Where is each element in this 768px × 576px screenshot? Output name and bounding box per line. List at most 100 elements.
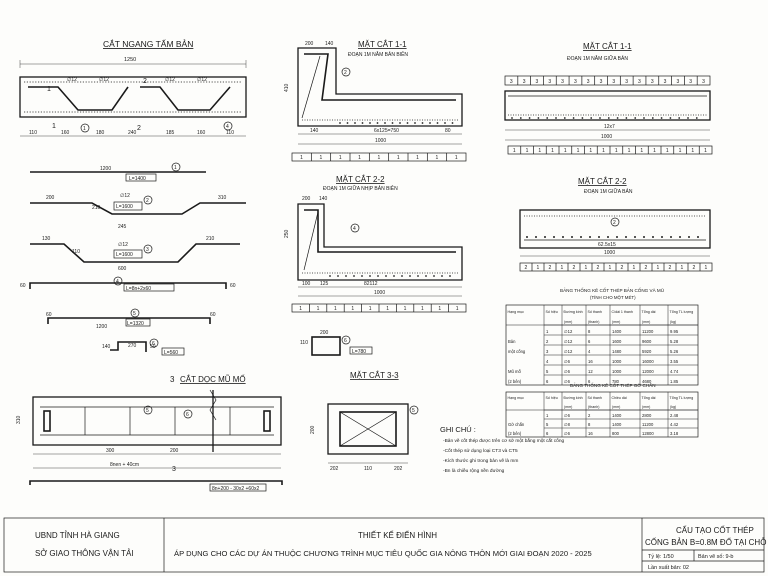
bar-number: 1 <box>705 265 708 271</box>
sec33-callout: 5 <box>409 405 419 415</box>
sec22m-dims: 62.5x15 <box>598 242 616 248</box>
bar-number: 3 <box>651 79 654 85</box>
sec11e-b1: 140 <box>310 128 319 134</box>
table-cell: 1.85 <box>670 379 679 384</box>
plan-phi-1: ∅12 <box>67 77 77 83</box>
sheet-title-1: CẤU TẠO CỐT THÉP <box>676 525 754 535</box>
svg-text:4: 4 <box>226 124 229 130</box>
table-header-cell: Tổng TL lượng <box>670 396 694 400</box>
bar-number: 2 <box>549 265 552 271</box>
table-cell: ∅6 <box>564 379 571 384</box>
bar-number: 1 <box>704 148 707 154</box>
project-line-1: THIẾT KẾ ĐIỂN HÌNH <box>358 530 437 540</box>
table-cell: 2.48 <box>670 413 679 418</box>
long-mark: 3 <box>170 375 175 384</box>
sec22e-st-a: 110 <box>300 340 308 346</box>
sec22e-d1: 200 <box>302 196 311 202</box>
svg-text:6: 6 <box>152 341 155 347</box>
bar-number: 1 <box>421 306 424 312</box>
table-cell: 3 <box>546 349 549 354</box>
table-header-cell: Đường kính <box>564 310 583 314</box>
bar-number: 3 <box>510 79 513 85</box>
bar-number: 1 <box>317 306 320 312</box>
slab-outline <box>19 76 247 118</box>
table-cell: 8 <box>588 422 591 427</box>
bar-number: 1 <box>666 148 669 154</box>
table-cell: 9600 <box>642 339 652 344</box>
table-cell: 1400 <box>612 329 622 334</box>
note-4: -Bn là chiều rộng nền đường <box>443 468 505 474</box>
bar5-right: 60 <box>210 312 216 318</box>
section-11-edge: MẶT CẮT 1-1 ĐOẠN 1M NẰM BẢN BIÊN 200 140… <box>284 40 467 162</box>
table-header-cell: Số hiệu <box>546 310 558 314</box>
table-cell: 5 <box>546 422 549 427</box>
table-cell: Bản <box>508 339 516 344</box>
table-header-cell: Số thanh <box>588 396 602 400</box>
bar4-left: 60 <box>20 283 26 289</box>
table-cell: 12800 <box>642 431 654 436</box>
plan-bdim-6: 160 <box>197 130 206 136</box>
plan-section: CẮT NGANG TẤM BẢN 1250 1 2 2 1 ∅12 ∅12 ∅… <box>19 38 247 137</box>
plan-phi-2: ∅12 <box>99 77 109 83</box>
table-cell: 11200 <box>642 422 654 427</box>
sec22e-st-callout: 6 <box>341 335 351 345</box>
table-cell: một cống <box>508 349 526 354</box>
bar4-callout: 4 <box>113 276 123 286</box>
sec33-d3: 202 <box>394 466 403 472</box>
bar2-callout: 2 <box>143 195 153 205</box>
svg-text:3: 3 <box>146 247 149 253</box>
long-callout-a: 5 <box>143 405 153 415</box>
bar-number: 2 <box>669 265 672 271</box>
bar1-callout: 1 <box>171 162 181 172</box>
table-unit-cell: (kg) <box>670 405 676 409</box>
org-line-1: UBND TỈNH HÀ GIANG <box>35 531 120 540</box>
bar-number: 2 <box>525 265 528 271</box>
table-cell: 3.18 <box>670 431 679 436</box>
table-cell: 1000 <box>612 359 622 364</box>
plan-phi-4: ∅12 <box>197 77 207 83</box>
table-cell: 12 <box>588 369 593 374</box>
sec22m-sub: ĐOẠN 1M GIỮA BẢN <box>584 188 633 195</box>
section-33: MẶT CẮT 3-3 200 5 202 110 202 <box>310 371 419 472</box>
bar-number: 3 <box>676 79 679 85</box>
bar-number: 1 <box>436 155 439 161</box>
table-cell: 16 <box>588 359 593 364</box>
bar-number: 3 <box>612 79 615 85</box>
bar3-d2: 110 <box>72 249 80 255</box>
bar6-d1: 140 <box>102 344 111 350</box>
bar-number: 1 <box>416 155 419 161</box>
bar-number: 1 <box>378 155 381 161</box>
long-note1: 8nen + 40cm <box>110 462 139 468</box>
bar-number: 3 <box>664 79 667 85</box>
sec33-left: 200 <box>310 425 316 434</box>
bar2-sub: 245 <box>118 224 127 230</box>
table-cell: (2 bên) <box>508 379 522 384</box>
bar-number: 1 <box>551 148 554 154</box>
bar-number: 1 <box>404 306 407 312</box>
plan-bdim-1: 110 <box>29 130 37 136</box>
sec11e-total: 1000 <box>375 138 386 144</box>
note-2: -Cốt thép sử dụng loại CT3 và CT5 <box>443 447 518 454</box>
bar-number: 1 <box>679 148 682 154</box>
plan-bdim-7: 110 <box>226 130 234 136</box>
table-cell: 12000 <box>642 369 654 374</box>
table-cell: 800 <box>612 431 620 436</box>
plan-callout-4: 4 <box>223 121 233 131</box>
table-unit-cell: (mm) <box>612 320 620 324</box>
table-header-cell: Tổng TL lượng <box>670 310 694 314</box>
bar-number: 1 <box>513 148 516 154</box>
bar-number: 1 <box>691 148 694 154</box>
bar-number: 3 <box>587 79 590 85</box>
table-cell: ∅8 <box>564 422 571 427</box>
notes-title: GHI CHÚ : <box>440 425 476 434</box>
bar-number: 3 <box>574 79 577 85</box>
bar-number: 3 <box>689 79 692 85</box>
table-header-cell: Đường kính <box>564 396 583 400</box>
bar-number: 3 <box>702 79 705 85</box>
sec11m-sub: ĐOẠN 1M NẰM GIỮA BẢN <box>567 54 628 62</box>
